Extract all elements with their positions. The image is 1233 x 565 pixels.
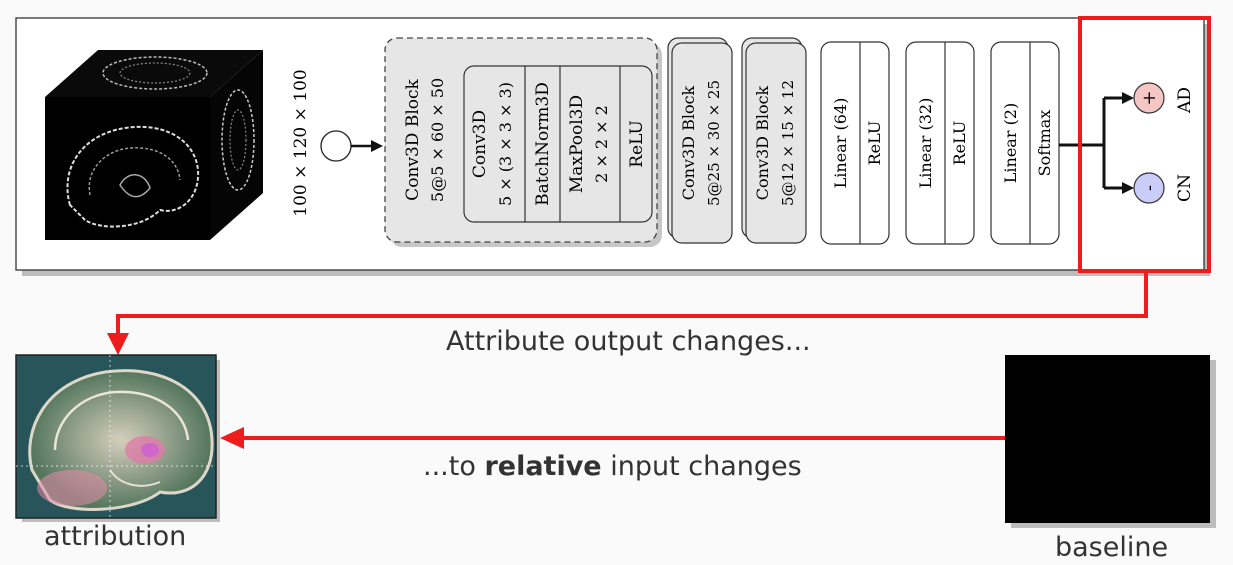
dense-layer3 bbox=[990, 41, 1060, 245]
dense-layer3-activation: Softmax bbox=[1035, 110, 1054, 177]
attribute-arrow bbox=[116, 271, 1148, 338]
relative-change-arrowhead bbox=[220, 427, 244, 449]
output-label-ad: AD bbox=[1175, 87, 1195, 114]
dense-layer2-activation: ReLU bbox=[950, 121, 969, 166]
baseline-image bbox=[1005, 355, 1210, 523]
dense-layer1-linear: Linear (64) bbox=[831, 98, 850, 189]
layer-maxpool3d-detail: 2 × 2 × 2 bbox=[592, 105, 611, 183]
conv-block3-shape: 5@12 × 15 × 12 bbox=[779, 80, 797, 206]
input-shape-label: 100 × 120 × 100 bbox=[291, 69, 311, 216]
conv-block2-shape: 5@25 × 30 × 25 bbox=[705, 80, 723, 206]
layer-maxpool3d-name: MaxPool3D bbox=[567, 95, 587, 193]
conv-block3-title: Conv3D Block bbox=[753, 85, 772, 200]
layer-relu: ReLU bbox=[627, 120, 647, 168]
conv-block3 bbox=[745, 42, 807, 244]
dense-layer2 bbox=[905, 41, 975, 245]
input-node bbox=[320, 130, 352, 162]
caption-relative-changes: ...to relative input changes bbox=[423, 451, 802, 482]
caption-baseline: baseline bbox=[1055, 532, 1169, 563]
conv-block1-title: Conv3D Block bbox=[403, 78, 423, 200]
output-symbol-ad: + bbox=[1139, 90, 1160, 105]
output-arrowhead-ad bbox=[1122, 92, 1134, 104]
caption-relative-suffix: input changes bbox=[601, 451, 802, 482]
caption-attribution: attribution bbox=[44, 521, 187, 552]
output-label-cn: CN bbox=[1175, 174, 1195, 202]
dense-layer3-linear: Linear (2) bbox=[1001, 103, 1020, 183]
dense-layer1 bbox=[820, 41, 890, 245]
layer-conv3d-name: Conv3D bbox=[470, 110, 490, 178]
conv-block2 bbox=[671, 42, 733, 244]
output-node-ad bbox=[1133, 82, 1165, 114]
caption-relative-bold: relative bbox=[484, 451, 602, 482]
attribution-image bbox=[15, 354, 217, 519]
caption-output-changes: Attribute output changes... bbox=[446, 326, 811, 357]
conv-block2-title: Conv3D Block bbox=[679, 85, 698, 200]
attribute-arrowhead bbox=[107, 333, 129, 355]
conv-block1-layer-stack bbox=[463, 65, 653, 223]
layer-batchnorm3d: BatchNorm3D bbox=[533, 82, 553, 206]
output-node-cn bbox=[1133, 172, 1165, 204]
brain-cube-image bbox=[45, 50, 263, 240]
input-arrowhead bbox=[371, 140, 383, 152]
output-symbol-cn: - bbox=[1139, 185, 1160, 191]
conv-block1-shape: 5@5 × 60 × 50 bbox=[428, 78, 447, 202]
caption-relative-prefix: ...to bbox=[423, 451, 485, 482]
output-arrowhead-cn bbox=[1122, 182, 1134, 194]
dense-layer2-linear: Linear (32) bbox=[916, 98, 935, 189]
dense-layer1-activation: ReLU bbox=[865, 121, 884, 166]
layer-conv3d-detail: 5 × (3 × 3 × 3) bbox=[496, 82, 515, 206]
